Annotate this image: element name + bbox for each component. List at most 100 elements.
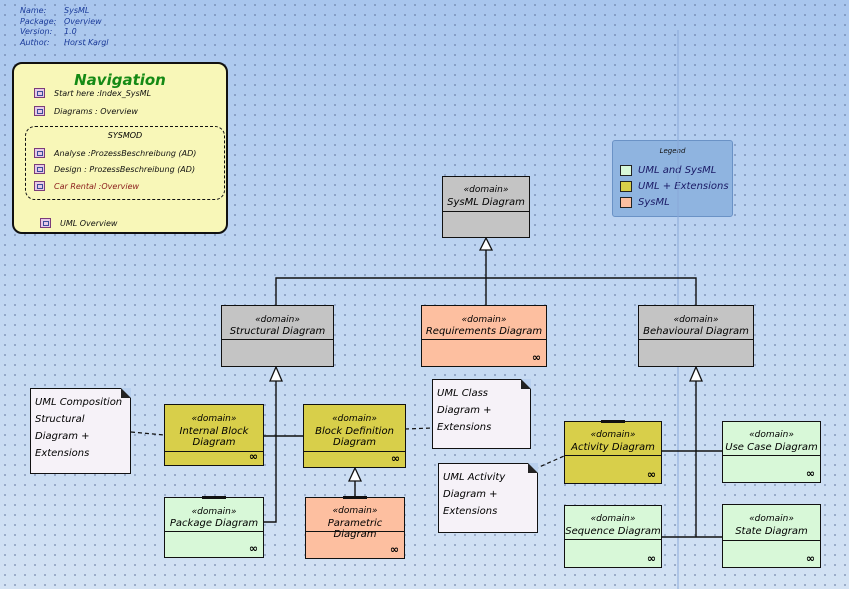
infinity-icon: ∞ xyxy=(646,468,656,481)
compartment-separator xyxy=(723,455,820,456)
header-row-version: Version:1.0 xyxy=(20,27,77,36)
diagram-link-icon xyxy=(34,164,45,174)
package-diagram-box[interactable]: «domain» Package Diagram ∞ xyxy=(164,496,264,558)
sysml-diagram-box[interactable]: «domain» SysML Diagram xyxy=(442,176,530,238)
stereotype-label: «domain» xyxy=(673,315,719,325)
header-row-author: Author:Horst Kargl xyxy=(20,37,109,47)
navigation-title: Navigation xyxy=(74,71,166,89)
compartment-separator xyxy=(422,339,546,340)
navigation-panel: Navigation Start here :Index_SysML Diagr… xyxy=(12,62,228,234)
compartment-separator xyxy=(565,539,661,540)
infinity-icon: ∞ xyxy=(531,351,541,364)
note-uml-class[interactable]: UML Class Diagram + Extensions xyxy=(432,379,531,449)
behavioural-diagram-name: Behavioural Diagram xyxy=(643,326,749,337)
stereotype-label: «domain» xyxy=(749,514,794,524)
structural-diagram-box[interactable]: «domain» Structural Diagram xyxy=(221,305,334,367)
infinity-icon: ∞ xyxy=(805,467,815,480)
sequence-diagram-box[interactable]: «domain» Sequence Diagram ∞ xyxy=(564,505,662,568)
requirements-diagram-name: Requirements Diagram xyxy=(425,326,543,337)
requirements-diagram-box[interactable]: «domain» Requirements Diagram ∞ xyxy=(421,305,547,367)
stereotype-label: «domain» xyxy=(590,430,636,440)
note-uml-activity[interactable]: UML Activity Diagram + Extensions xyxy=(438,463,538,533)
package-diagram-name: Package Diagram xyxy=(169,518,259,529)
internal-block-diagram-name: Internal Block Diagram xyxy=(179,426,249,448)
activity-diagram-name: Activity Diagram xyxy=(571,442,655,453)
note-uml-composition[interactable]: UML Composition Structural Diagram + Ext… xyxy=(30,388,131,474)
legend: Legend UML and SysML UML + Extensions Sy… xyxy=(612,140,733,217)
sysmod-group: SYSMOD Analyse :ProzessBeschreibung (AD)… xyxy=(25,126,225,200)
infinity-icon: ∞ xyxy=(390,452,400,465)
compartment-separator xyxy=(165,531,263,532)
use-case-diagram-name: Use Case Diagram xyxy=(725,442,818,453)
stereotype-label: «domain» xyxy=(461,315,507,325)
header-row-package: Package:Overview xyxy=(20,16,102,26)
state-diagram-name: State Diagram xyxy=(735,526,808,537)
stereotype-label: «domain» xyxy=(191,414,237,424)
legend-item-sysml: SysML xyxy=(620,197,670,208)
legend-swatch-green xyxy=(620,165,632,176)
state-diagram-box[interactable]: «domain» State Diagram ∞ xyxy=(722,504,821,568)
sysmod-title: SYSMOD xyxy=(107,131,143,140)
header-row-name: Name:SysML xyxy=(20,6,90,15)
legend-title: Legend xyxy=(659,147,686,155)
compartment-separator xyxy=(222,339,333,340)
stereotype-label: «domain» xyxy=(463,185,509,195)
parametric-diagram-box[interactable]: «domain» Parametric Diagram ∞ xyxy=(305,496,405,559)
nav-link-uml-overview[interactable]: UML Overview xyxy=(40,218,117,228)
legend-item-uml-extensions: UML + Extensions xyxy=(620,181,729,192)
generalization-arrowhead-structural xyxy=(269,365,283,382)
package-tab xyxy=(601,420,625,423)
legend-item-uml-sysml: UML and SysML xyxy=(620,165,716,176)
nav-link-car-rental[interactable]: Car Rental :Overview xyxy=(34,181,139,191)
stereotype-label: «domain» xyxy=(590,514,636,524)
generalization-arrowhead-block-definition xyxy=(347,466,363,482)
nav-link-analyse[interactable]: Analyse :ProzessBeschreibung (AD) xyxy=(34,148,196,158)
package-tab xyxy=(202,496,226,499)
generalization-structural xyxy=(263,381,277,523)
compartment-separator xyxy=(723,540,820,541)
parametric-diagram-name: Parametric Diagram xyxy=(327,518,383,540)
diagram-link-icon xyxy=(40,218,51,228)
generalization-arrowhead-sysml xyxy=(478,236,494,251)
diagram-link-icon xyxy=(34,88,45,98)
generalization-arrowhead-behavioural xyxy=(689,365,703,382)
nav-link-start-here[interactable]: Start here :Index_SysML xyxy=(34,88,151,98)
infinity-icon: ∞ xyxy=(389,543,399,556)
note-link-composition xyxy=(130,431,165,436)
stereotype-label: «domain» xyxy=(332,414,377,424)
package-tab xyxy=(343,496,367,499)
infinity-icon: ∞ xyxy=(248,542,258,555)
diagram-header: Name:SysML Package:Overview Version:1.0 … xyxy=(20,6,109,48)
compartment-separator xyxy=(443,211,529,212)
compartment-separator xyxy=(565,455,661,456)
stereotype-label: «domain» xyxy=(749,430,794,440)
structural-diagram-name: Structural Diagram xyxy=(229,326,326,337)
use-case-diagram-box[interactable]: «domain» Use Case Diagram ∞ xyxy=(722,421,821,483)
block-definition-diagram-box[interactable]: «domain» Block Definition Diagram ∞ xyxy=(303,404,406,468)
compartment-separator xyxy=(304,451,405,452)
infinity-icon: ∞ xyxy=(248,450,258,463)
internal-block-diagram-box[interactable]: «domain» Internal Block Diagram ∞ xyxy=(164,404,264,466)
infinity-icon: ∞ xyxy=(646,552,656,565)
diagram-link-icon xyxy=(34,181,45,191)
compartment-separator xyxy=(165,451,263,452)
legend-swatch-peach xyxy=(620,197,632,208)
nav-link-diagrams-overview[interactable]: Diagrams : Overview xyxy=(34,106,138,116)
infinity-icon: ∞ xyxy=(805,552,815,565)
compartment-separator xyxy=(639,339,753,340)
stereotype-label: «domain» xyxy=(332,506,378,516)
behavioural-diagram-box[interactable]: «domain» Behavioural Diagram xyxy=(638,305,754,367)
sysml-diagram-name: SysML Diagram xyxy=(447,197,525,208)
activity-diagram-box[interactable]: «domain» Activity Diagram ∞ xyxy=(564,420,662,484)
sequence-diagram-name: Sequence Diagram xyxy=(565,526,661,537)
diagram-link-icon xyxy=(34,148,45,158)
compartment-separator xyxy=(306,531,404,532)
legend-swatch-olive xyxy=(620,181,632,192)
stereotype-label: «domain» xyxy=(191,507,237,517)
note-link-class xyxy=(404,427,433,430)
diagram-link-icon xyxy=(34,106,45,116)
stereotype-label: «domain» xyxy=(255,315,300,325)
nav-link-design[interactable]: Design : ProzessBeschreibung (AD) xyxy=(34,164,195,174)
block-definition-diagram-name: Block Definition Diagram xyxy=(315,426,394,448)
